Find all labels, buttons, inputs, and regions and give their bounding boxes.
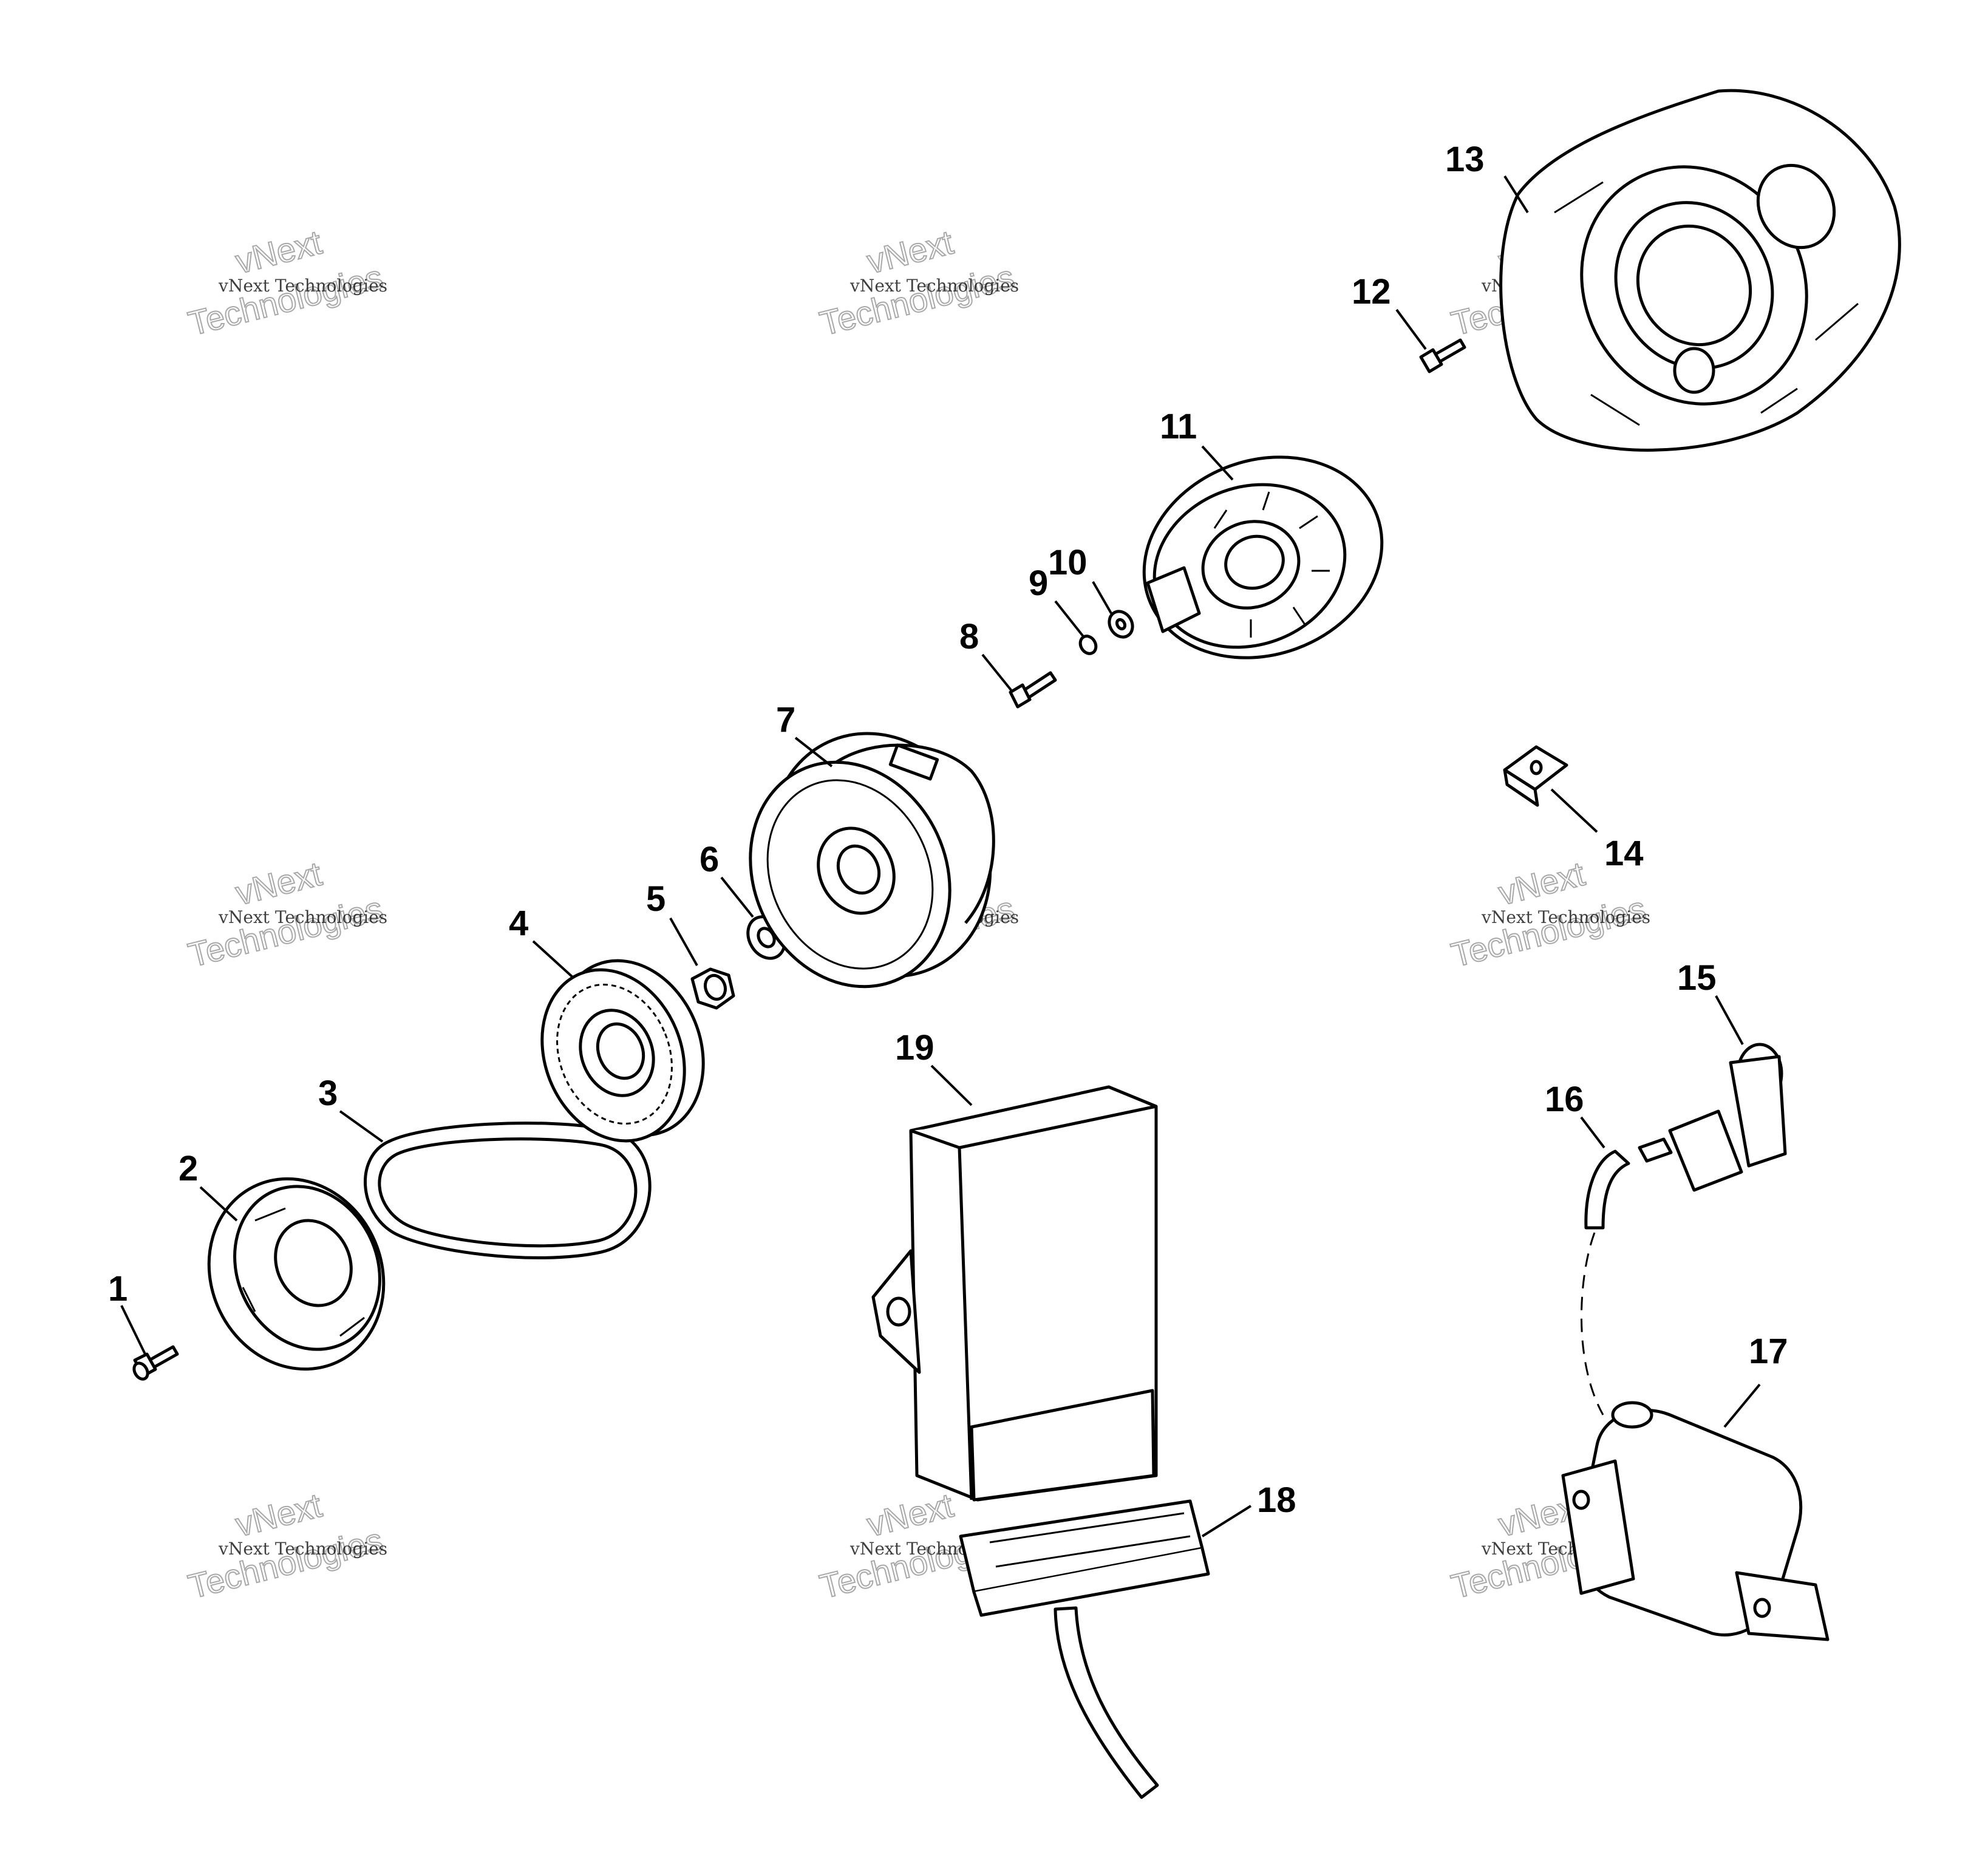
watermark: vNext Technologies vNext Technologies <box>184 854 387 975</box>
part-16-wire <box>1584 1149 1630 1230</box>
part-15-plug-cap <box>1638 1043 1787 1192</box>
callout-1: 1 <box>108 1269 128 1309</box>
leader-7 <box>794 737 833 768</box>
watermark-small: vNext Technologies <box>218 907 387 927</box>
leader-12 <box>1395 308 1427 350</box>
callout-14: 14 <box>1604 834 1644 873</box>
leader-17 <box>1723 1383 1761 1428</box>
watermark: vNext Technologies vNext Technologies <box>184 1485 387 1607</box>
leader-16 <box>1580 1116 1605 1149</box>
part-11-stator <box>1142 455 1384 659</box>
callout-6: 6 <box>700 840 719 879</box>
callout-10: 10 <box>1048 543 1088 582</box>
leader-6 <box>720 876 754 918</box>
leader-2 <box>199 1186 238 1222</box>
part-9-lockwasher <box>1078 635 1098 655</box>
leader-1 <box>120 1305 147 1356</box>
watermark-big-line1: vNext <box>863 223 958 281</box>
leader-15 <box>1715 995 1744 1045</box>
part-17-ignition-coil <box>1561 1401 1830 1641</box>
part-14-clip <box>1503 745 1568 807</box>
callout-18: 18 <box>1257 1480 1296 1520</box>
leader-4 <box>532 940 574 979</box>
leader-9 <box>1054 600 1084 638</box>
watermark-big-line1: vNext <box>1495 854 1589 913</box>
watermark-big-line2: Technologies <box>185 1520 386 1606</box>
watermark-big-line2: Technologies <box>1448 889 1649 974</box>
part-8-bolt <box>1009 671 1057 709</box>
watermark: vNext Technologies vNext Technologies <box>184 222 387 344</box>
callout-4: 4 <box>509 904 528 943</box>
watermark-big-line2: Technologies <box>816 257 1018 342</box>
watermark-small: vNext Technologies <box>849 276 1019 296</box>
leader-lines <box>120 175 1761 1537</box>
callout-16: 16 <box>1545 1080 1584 1119</box>
watermark-big-line1: vNext <box>232 223 326 281</box>
part-10-washer <box>1108 610 1134 639</box>
callout-15: 15 <box>1677 958 1717 998</box>
part-18-connector <box>959 1499 1210 1799</box>
callout-labels: 1 2 3 4 5 6 7 8 9 10 11 12 13 14 15 16 1… <box>108 140 1788 1520</box>
watermark-small: vNext Technologies <box>218 276 387 296</box>
leader-10 <box>1092 581 1112 614</box>
leader-5 <box>669 918 698 966</box>
callout-5: 5 <box>646 879 666 919</box>
part-12-bolt <box>1419 338 1466 373</box>
leader-19 <box>930 1064 973 1106</box>
leader-3 <box>339 1110 384 1143</box>
leader-13 <box>1503 175 1529 214</box>
part-3-belt <box>363 1122 652 1259</box>
part-19-cdi-box <box>871 1085 1158 1502</box>
watermark-big-line1: vNext <box>232 1486 326 1544</box>
callout-11: 11 <box>1160 407 1197 446</box>
part-2-pulley <box>207 1177 386 1371</box>
callout-9: 9 <box>1029 564 1048 603</box>
watermark-big-line1: vNext <box>863 1486 958 1544</box>
callout-17: 17 <box>1749 1332 1788 1371</box>
watermark-big-line2: Technologies <box>185 257 386 342</box>
watermark-big-line2: Technologies <box>185 889 386 974</box>
callout-7: 7 <box>776 700 795 740</box>
callout-13: 13 <box>1445 140 1485 179</box>
part-5-nut <box>690 967 735 1010</box>
leader-14 <box>1550 788 1598 833</box>
leader-18 <box>1201 1505 1252 1537</box>
callout-8: 8 <box>959 617 979 656</box>
dashed-connector <box>1581 1232 1604 1415</box>
part-1-bolt <box>132 1345 179 1381</box>
watermark-small: vNext Technologies <box>1481 907 1650 927</box>
watermark: vNext Technologies vNext Technologies <box>815 222 1019 344</box>
part-7-flywheel <box>749 732 995 989</box>
leader-11 <box>1201 445 1234 481</box>
part-4-sprocket <box>540 959 705 1143</box>
part-13-housing <box>1499 89 1901 452</box>
callout-12: 12 <box>1352 272 1391 312</box>
leader-8 <box>981 653 1014 693</box>
callout-2: 2 <box>179 1149 198 1188</box>
callout-19: 19 <box>895 1028 934 1068</box>
callout-3: 3 <box>318 1074 338 1113</box>
watermark-small: vNext Technologies <box>218 1539 387 1559</box>
watermark-big-line1: vNext <box>232 854 326 913</box>
